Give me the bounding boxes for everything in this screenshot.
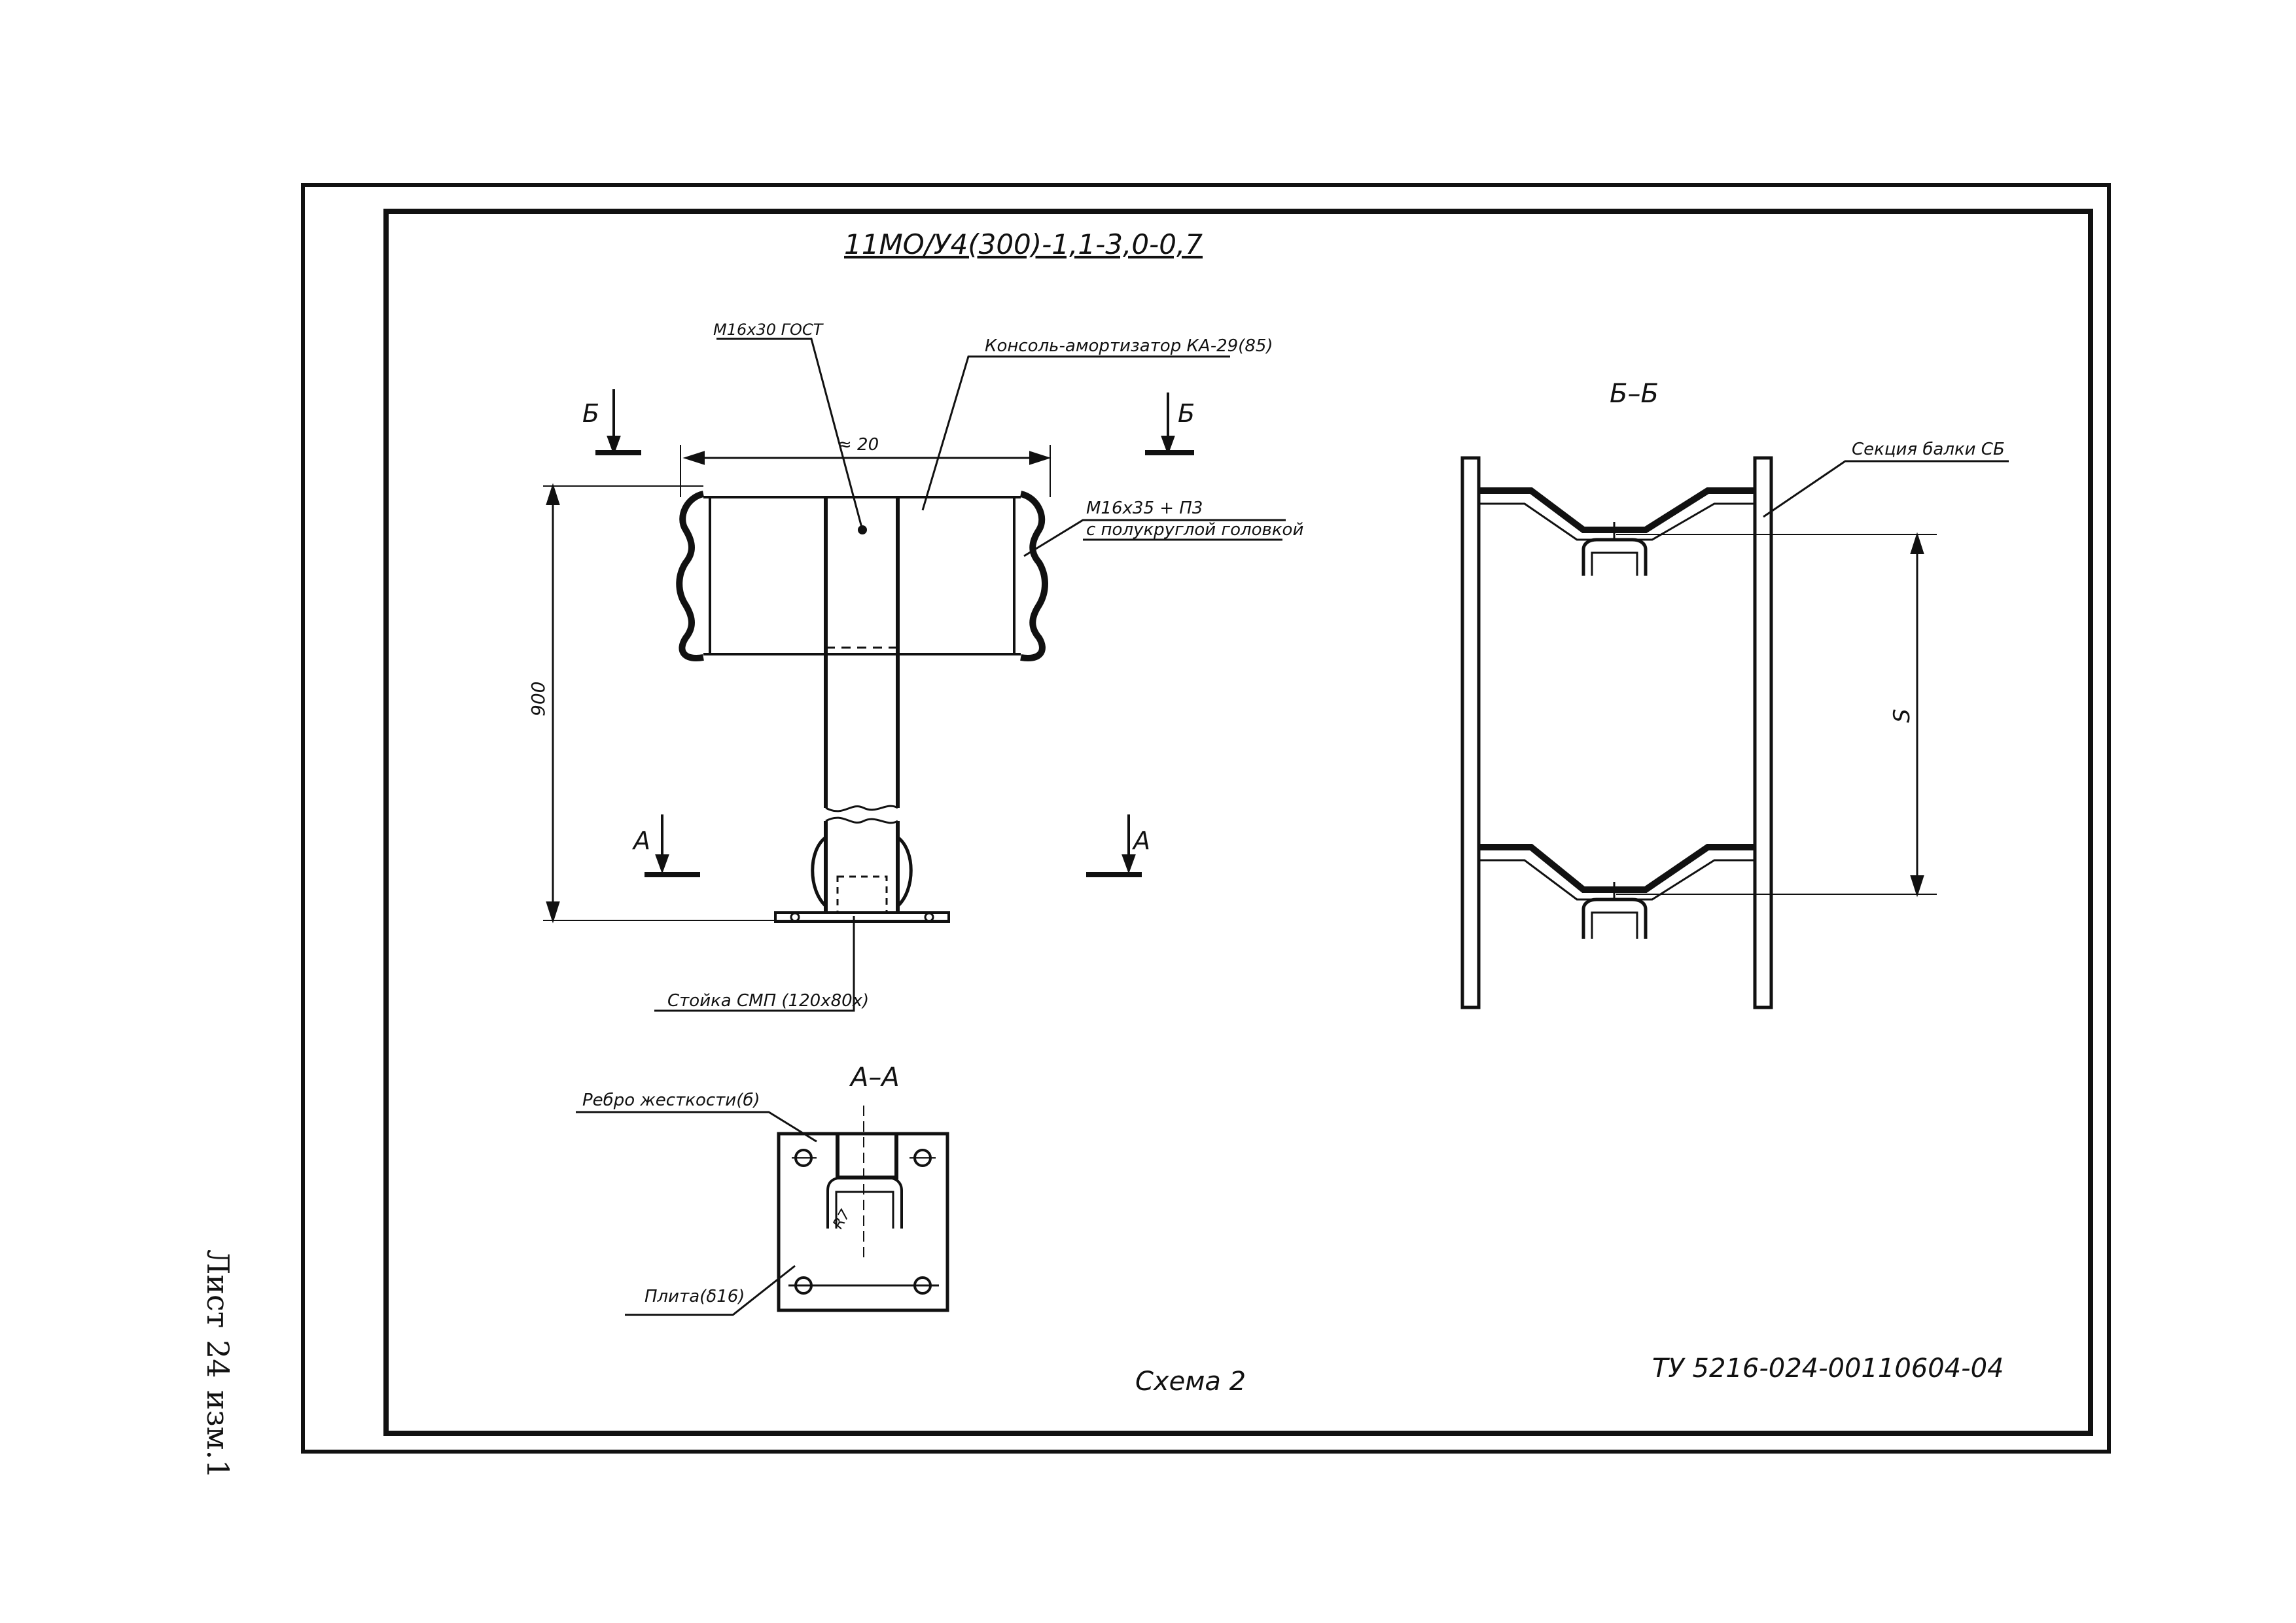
sheet-number: 24 — [200, 1340, 236, 1378]
side-bolt-label-2: с полукруглой головкой — [1086, 520, 1303, 540]
sheet-revision: изм.1 — [200, 1389, 236, 1479]
section-aa-title: А–А — [849, 1062, 900, 1092]
inner-frame — [383, 209, 2093, 1436]
cut-a-right-label: А — [1131, 826, 1150, 855]
plate-label: Плита(δ16) — [645, 1287, 745, 1306]
document-code: ТУ 5216-024-00110604-04 — [1652, 1353, 2004, 1384]
bolt-top-label: М16х30 ГОСТ — [713, 321, 824, 339]
beam-section-label: Секция балки СБ — [1852, 440, 2005, 459]
outer-frame — [301, 183, 2111, 1454]
radius-label: R7 — [830, 1207, 854, 1232]
sheet-word: Лист — [200, 1249, 236, 1329]
cut-a-left-label: А — [631, 826, 650, 855]
cut-b-left-label: Б — [582, 399, 599, 428]
height-dimension: 900 — [527, 682, 549, 716]
side-bolt-label-1: М16х35 + П3 — [1086, 498, 1203, 518]
cut-b-right-label: Б — [1178, 399, 1195, 428]
post-label: Стойка СМП (120х80х) — [667, 991, 869, 1011]
scheme-label: Схема 2 — [1135, 1367, 1246, 1397]
drawing-designation: 11МО/У4(300)-1,1-3,0-0,7 — [844, 228, 1203, 260]
s-dimension: S — [1889, 708, 1915, 723]
width-dimension: ≈ 20 — [838, 435, 879, 455]
section-aa-view — [576, 1106, 949, 1316]
front-view — [543, 338, 1286, 1012]
rib-label: Ребро жесткости(б) — [582, 1091, 760, 1110]
sheet-number-label: Лист 24 изм.1 — [196, 1249, 236, 1485]
section-bb-title: Б–Б — [1610, 379, 1659, 409]
console-label: Консоль-амортизатор КА-29(85) — [985, 336, 1273, 356]
section-bb-view — [1460, 456, 2009, 1009]
